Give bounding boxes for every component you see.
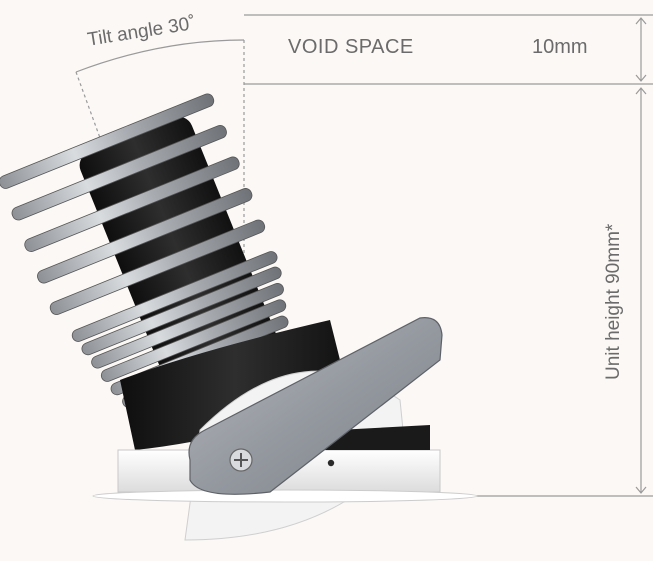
downlight-body xyxy=(0,93,478,541)
tilt-angle-arc xyxy=(75,39,245,73)
void-space-value: 10mm xyxy=(532,36,588,58)
steel-bracket xyxy=(188,317,443,495)
unit-height-arrow-icon xyxy=(635,87,647,494)
trim-hole-icon xyxy=(327,459,335,467)
screw-icon xyxy=(229,448,253,472)
trim-flange xyxy=(92,489,478,503)
void-space-label: VOID SPACE xyxy=(288,36,414,58)
void-space-arrow-icon xyxy=(635,17,647,82)
unit-height-label: Unit height 90mm* xyxy=(603,223,624,380)
